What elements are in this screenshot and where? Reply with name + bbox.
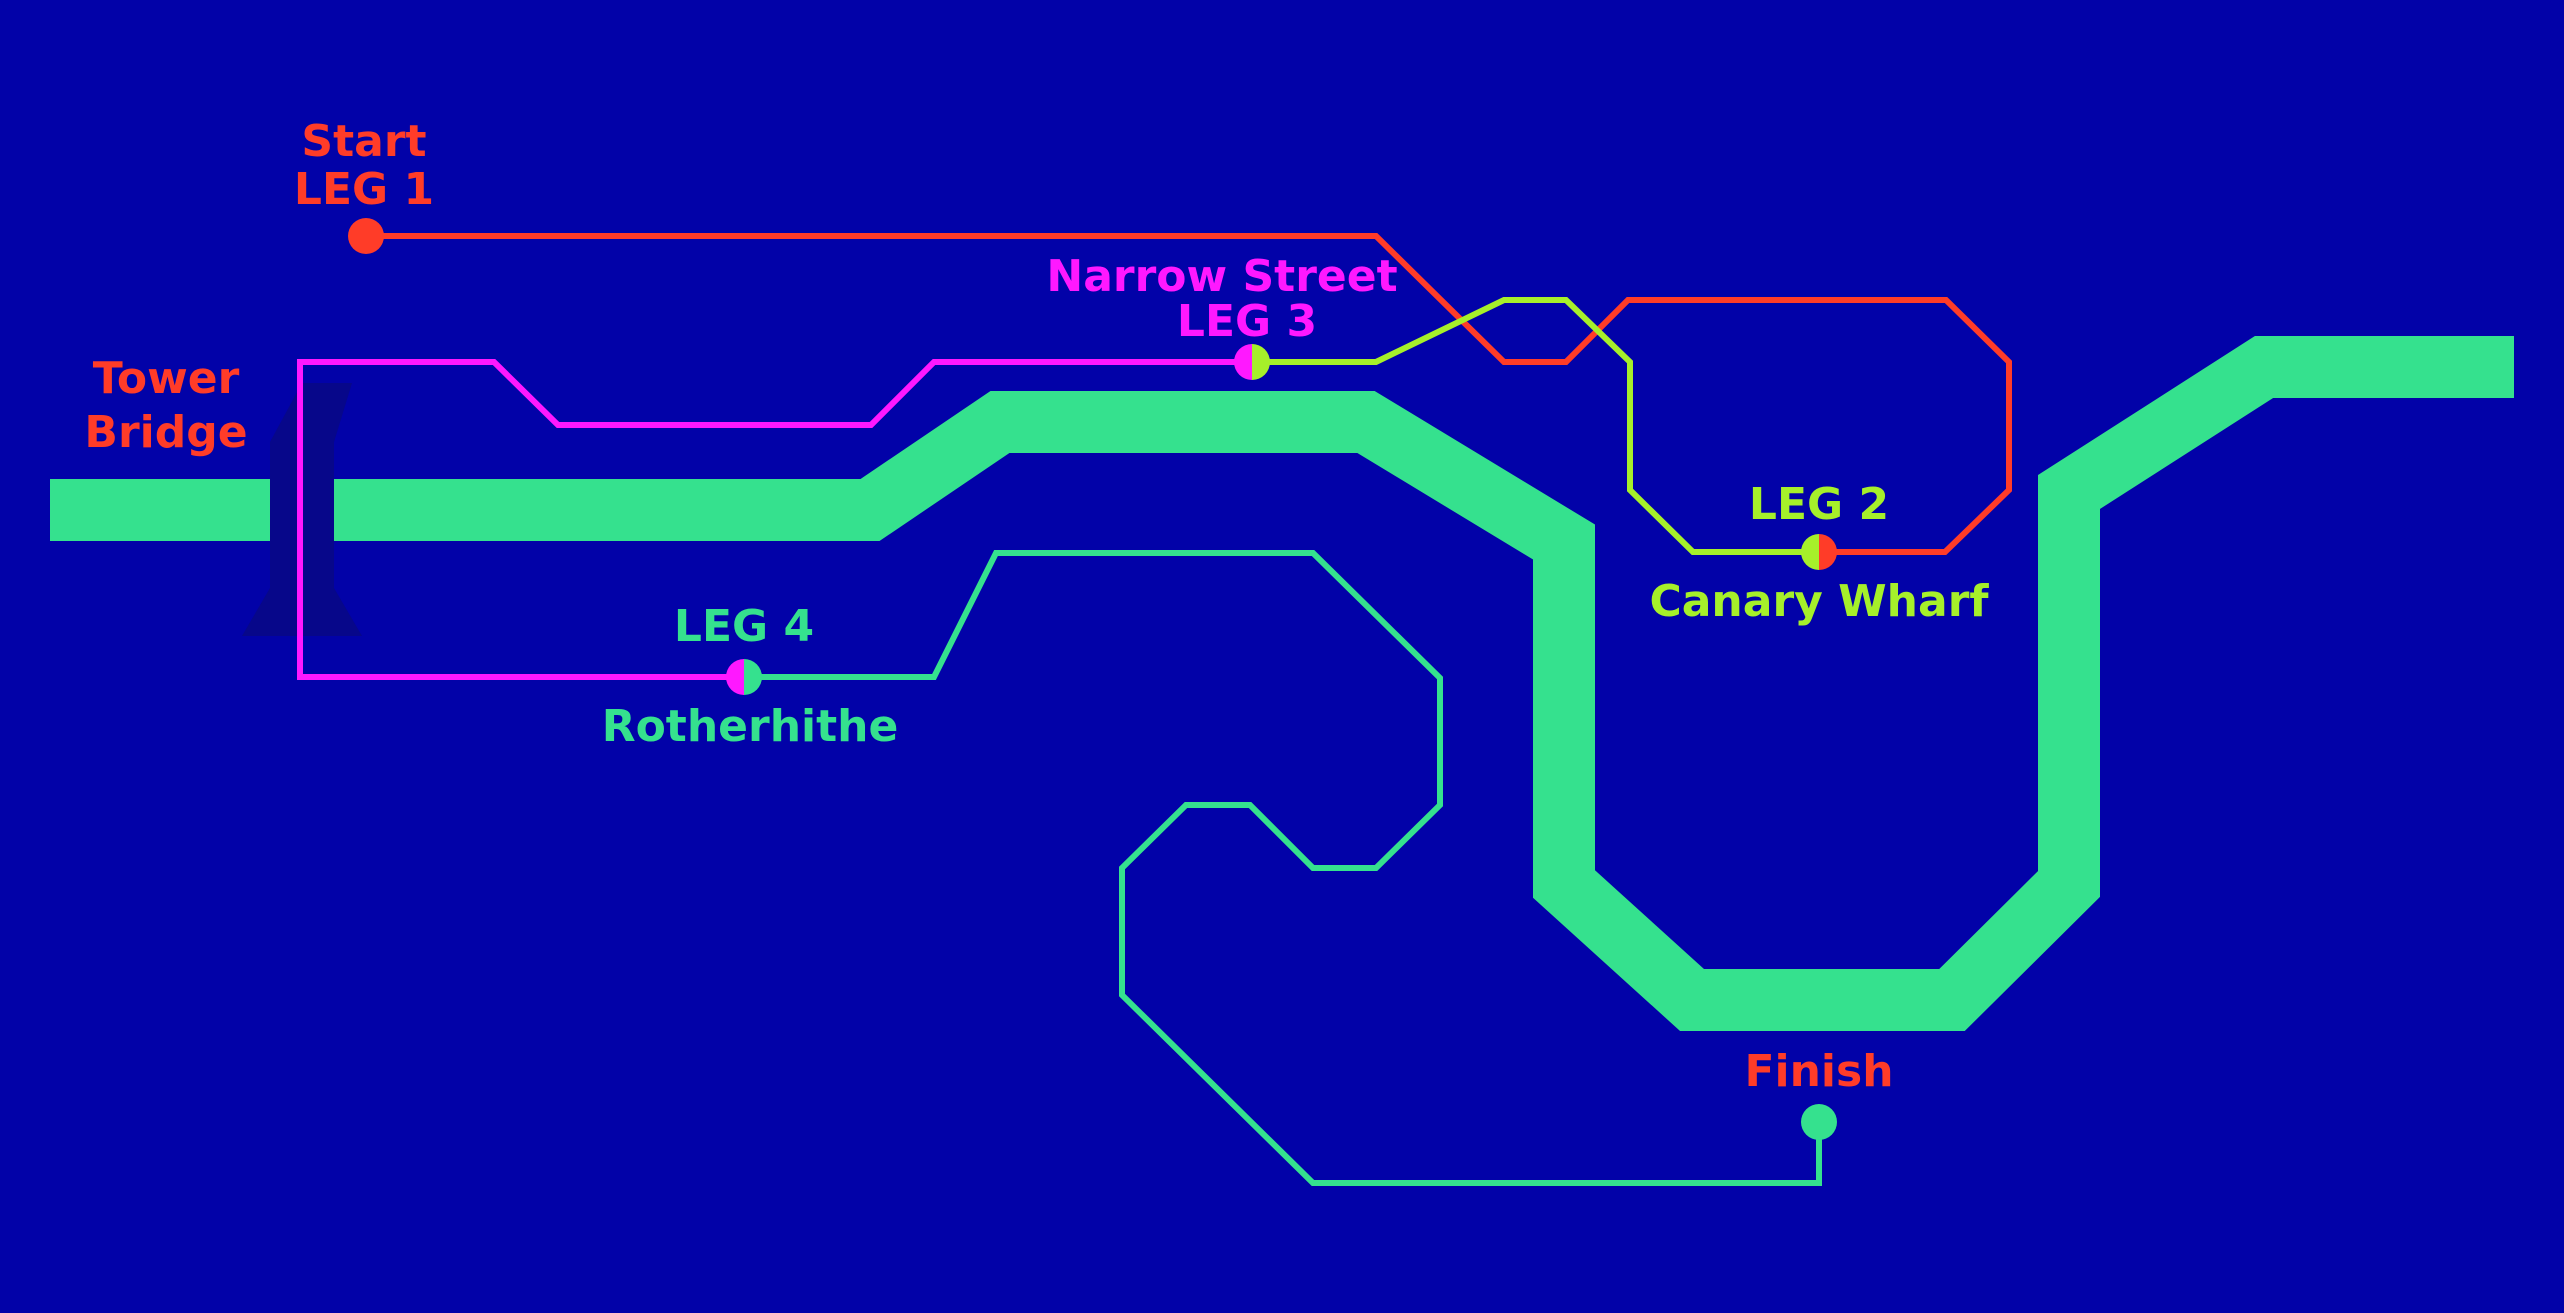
leg-2-route xyxy=(1252,297,1819,555)
narrow-street-label-line-1: Narrow Street xyxy=(1046,251,1397,302)
river-thames xyxy=(50,336,2514,1031)
tower-bridge-label-line-1: Tower xyxy=(93,353,240,404)
finish-label: Finish xyxy=(1744,1046,1893,1097)
start-label-line-2: LEG 1 xyxy=(294,164,434,215)
rotherhithe-leg-label: LEG 4 xyxy=(674,601,814,652)
canary-wharf-label: Canary Wharf xyxy=(1649,576,1989,627)
rotherhithe-checkpoint-marker[interactable] xyxy=(726,659,762,695)
narrow-street-label-line-2: LEG 3 xyxy=(1177,296,1317,347)
start-label-line-1: Start xyxy=(301,116,426,167)
start-marker[interactable] xyxy=(348,218,384,254)
leg-3-route xyxy=(297,359,1252,680)
narrow-street-checkpoint-marker[interactable] xyxy=(1234,344,1270,380)
canary-wharf-leg-label: LEG 2 xyxy=(1749,479,1889,530)
finish-marker[interactable] xyxy=(1801,1104,1837,1140)
leg-1-route xyxy=(366,233,2012,555)
tower-bridge-label-line-2: Bridge xyxy=(84,407,247,458)
canary-wharf-checkpoint-marker[interactable] xyxy=(1801,534,1837,570)
leg-4-route xyxy=(744,550,1822,1186)
rotherhithe-label: Rotherhithe xyxy=(602,701,899,752)
